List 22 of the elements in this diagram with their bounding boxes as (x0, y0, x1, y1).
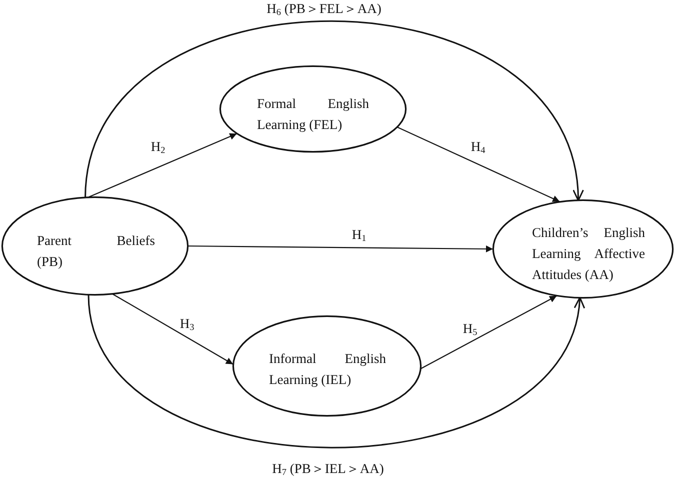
edge-label: H$_{1}$ (352, 227, 366, 243)
arrow (88, 133, 238, 198)
edge-label: H$_{5}$ (462, 321, 478, 337)
edge-label: H$_{3}$ (180, 316, 194, 332)
edge-label: H$_{4}$ (470, 139, 486, 155)
edge-label: H$_{6}$ (PB＞FEL＞AA) (266, 1, 382, 17)
construct-ellipse (232, 315, 422, 417)
curved-arrow (88, 294, 583, 448)
arrow (397, 126, 560, 202)
edge-label: H$_{7}$ (PB＞IEL＞AA) (272, 461, 384, 477)
construct-ellipse (492, 199, 674, 299)
arrow (112, 294, 234, 365)
construct-label: Formal English Learning (FEL) (257, 95, 369, 134)
construct-ellipse (1, 196, 189, 296)
curved-arrow (84, 20, 582, 202)
arrow (188, 245, 493, 252)
edge-label: H$_{2}$ (150, 139, 166, 155)
construct-ellipse (219, 65, 407, 153)
arrow (420, 295, 557, 370)
construct-label: Parent Beliefs (PB) (37, 232, 155, 271)
construct-label: Informal English Learning (IEL) (269, 350, 386, 389)
construct-label: Children’s English Learning Affective Attitudes (AA) (532, 224, 645, 284)
